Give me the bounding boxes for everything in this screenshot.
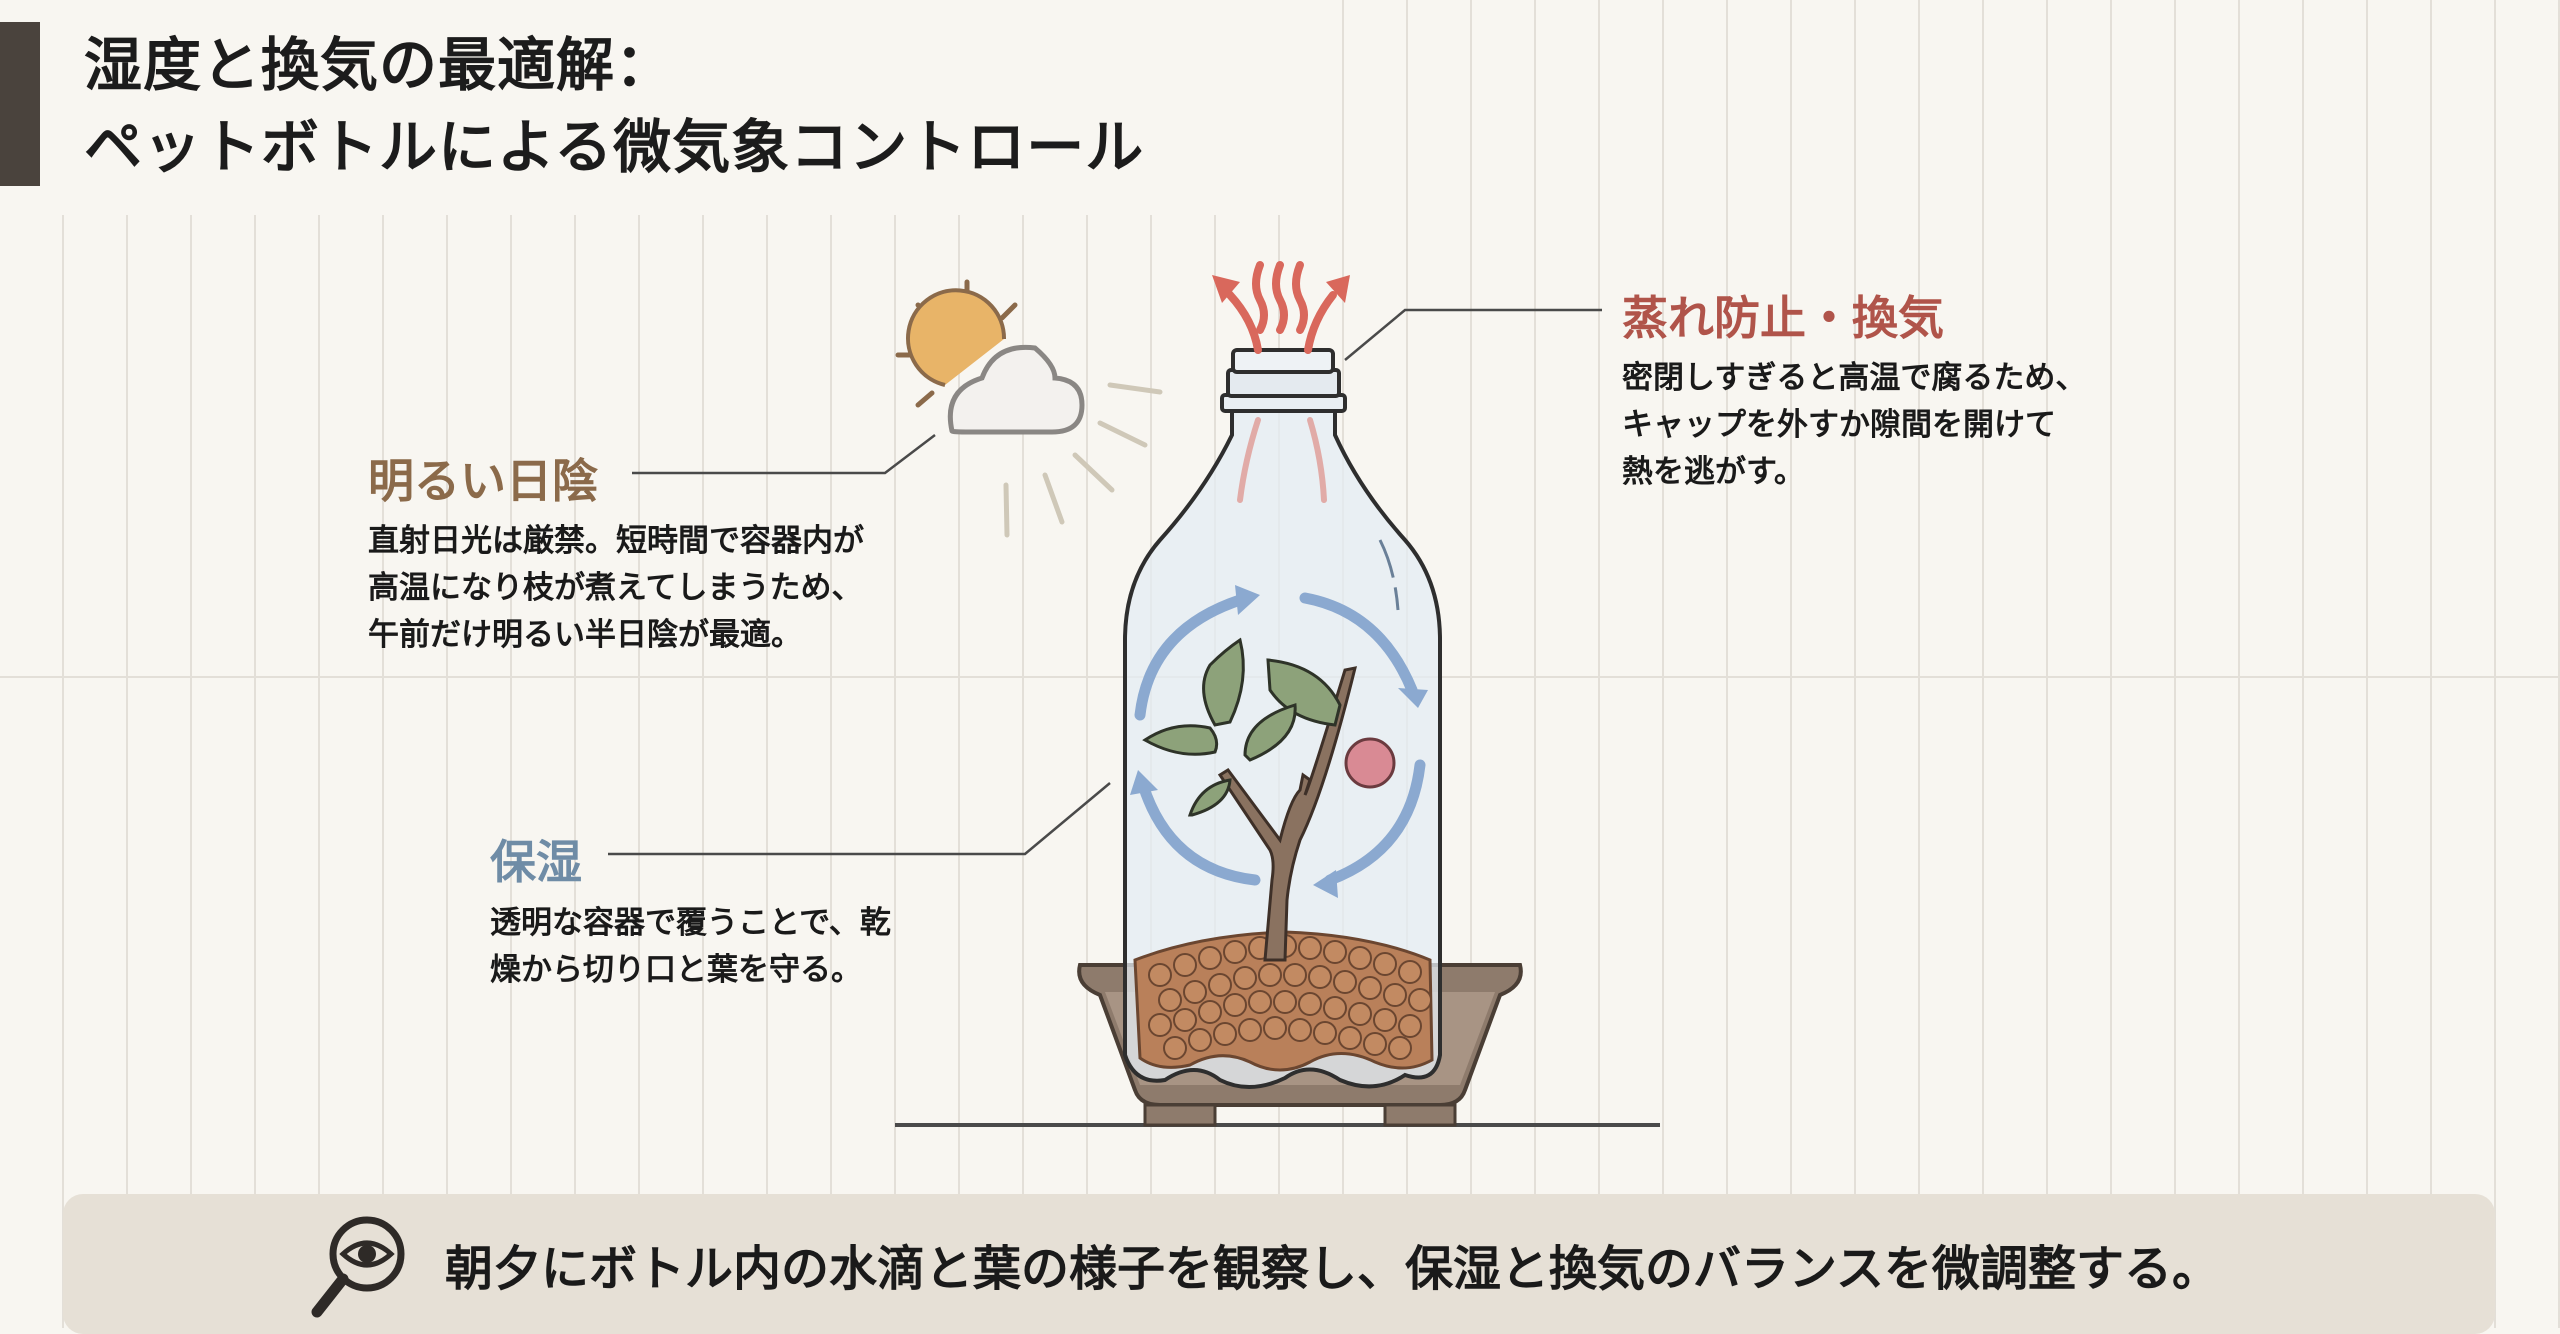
circulation-arrows-icon: [1134, 592, 1426, 886]
humidity-description: 透明な容器で覆うことで、乾 燥から切り口と葉を守る。: [490, 900, 891, 994]
fruit: [1344, 737, 1396, 789]
humidity-description-line: 透明な容器で覆うことで、乾: [490, 905, 891, 941]
plant-cutting: [1142, 637, 1396, 962]
ventilation-description-line: 密閉しすぎると高温で腐るため、: [1622, 360, 2087, 396]
tip-banner: [63, 1194, 2495, 1334]
pet-bottle: [1123, 348, 1442, 1090]
ventilation-heading: 蒸れ防止・換気: [1622, 291, 1944, 345]
shade-description-line: 午前だけ明るい半日陰が最適。: [368, 617, 802, 653]
ventilation-connector-line: [1344, 308, 1602, 361]
humidity-connector-line: [608, 782, 1111, 856]
humidity-description-line: 燥から切り口と葉を守る。: [490, 952, 862, 988]
ventilation-description: 密閉しすぎると高温で腐るため、 キャップを外すか隙間を開けて 熱を逃がす。: [1622, 355, 2086, 496]
humidity-heading: 保湿: [490, 835, 582, 889]
sun-cloud-icon: [895, 279, 1163, 538]
page-title-line-2: ペットボトルによる微気象コントロール: [84, 113, 1145, 181]
magnifier-eye-icon: [311, 1216, 405, 1318]
page-title-line-1: 湿度と換気の最適解：: [84, 31, 675, 99]
heat-escape-arrows-icon: [1219, 261, 1337, 354]
title-area-background: [0, 0, 1300, 215]
page-title: 湿度と換気の最適解： ペットボトルによる微気象コントロール: [84, 24, 1144, 188]
shade-heading: 明るい日陰: [368, 454, 598, 508]
ventilation-description-line: キャップを外すか隙間を開けて: [1622, 407, 2056, 443]
ventilation-description-line: 熱を逃がす。: [1622, 454, 1805, 490]
title-accent-bar: [0, 22, 40, 186]
shade-connector-line: [632, 434, 936, 475]
shade-description-line: 直射日光は厳禁。短時間で容器内が: [368, 523, 864, 559]
akadama-soil: [1133, 930, 1434, 1072]
shade-description: 直射日光は厳禁。短時間で容器内が 高温になり枝が煮えてしまうため、 午前だけ明る…: [368, 518, 864, 659]
tip-banner-text: 朝夕にボトル内の水滴と葉の様子を観察し、保湿と換気のバランスを微調整する。: [445, 1241, 2221, 1297]
shade-description-line: 高温になり枝が煮えてしまうため、: [368, 570, 863, 606]
